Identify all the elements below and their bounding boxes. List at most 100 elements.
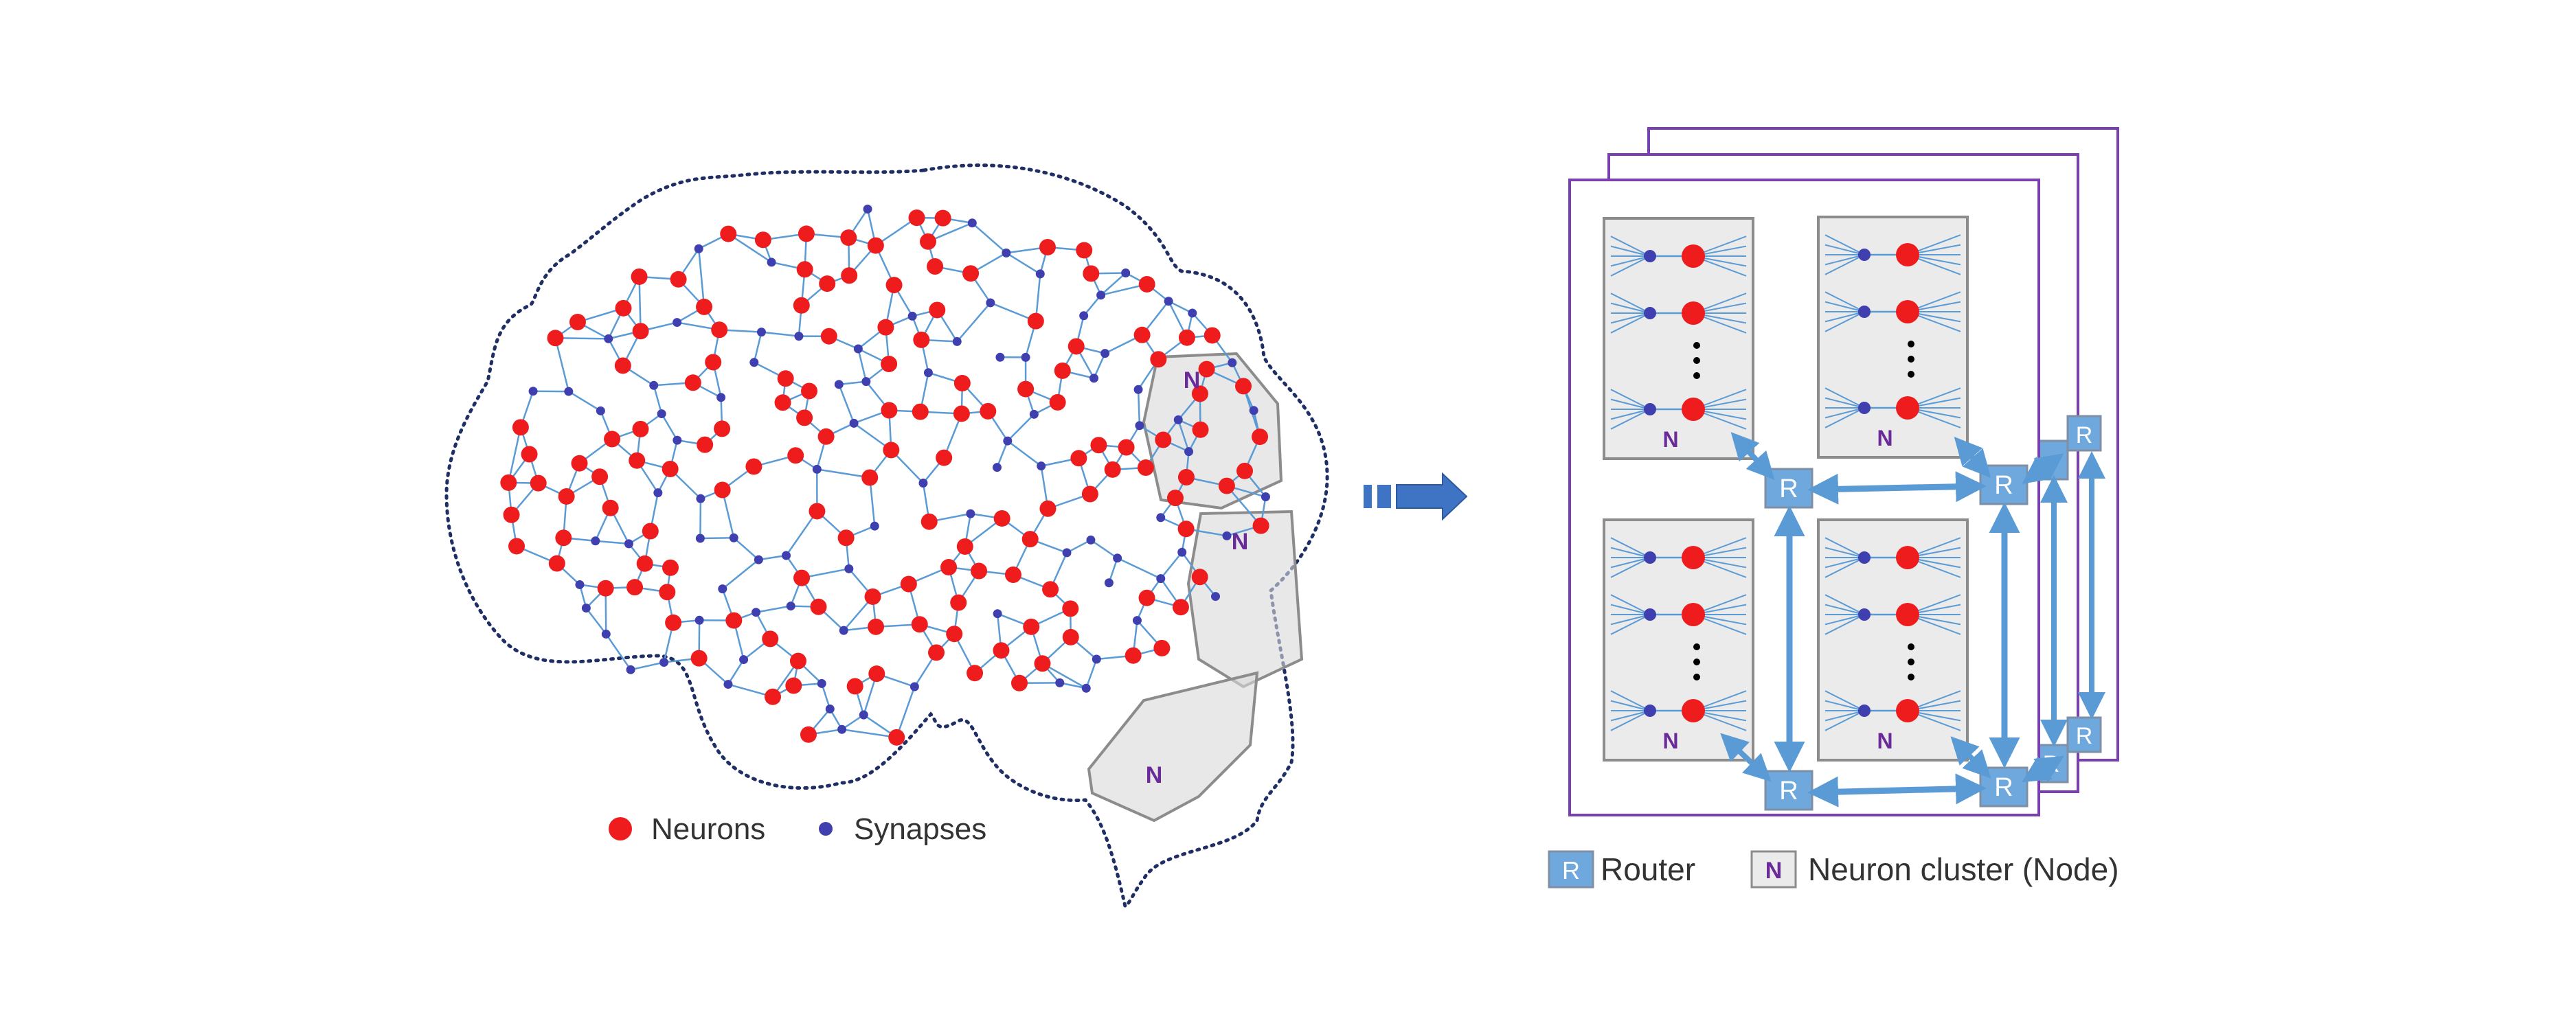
- dendrite-line: [1824, 710, 1865, 722]
- synapse-node: [986, 298, 995, 308]
- neuron-node: [953, 375, 971, 392]
- synapse-connection: [605, 633, 632, 671]
- neuron-node: [720, 225, 737, 242]
- synapse-node: [782, 551, 791, 560]
- neuron-node: [725, 612, 743, 629]
- neuron-node: [912, 403, 929, 420]
- synapse-node: [1156, 513, 1166, 523]
- dendrite-line: [1824, 254, 1865, 266]
- neuron-node: [927, 258, 944, 275]
- synapse-node: [1184, 447, 1194, 457]
- neuron-node: [883, 442, 900, 459]
- brain-cluster-2-label: N: [1232, 529, 1249, 555]
- ellipsis-dot: [1908, 356, 1914, 363]
- legend-left: Neurons Synapses: [609, 812, 986, 846]
- neuron-node: [962, 265, 980, 282]
- synapse-node: [723, 680, 733, 689]
- neuron-node: [881, 356, 898, 373]
- neuron-dot: [1896, 396, 1919, 420]
- router-links: [1720, 432, 2064, 808]
- synapse-connection: [727, 659, 745, 685]
- synapse-node: [657, 409, 666, 419]
- neuron-node: [920, 513, 938, 530]
- synapse-node: [859, 710, 868, 720]
- dendrite-line: [1610, 614, 1651, 635]
- ellipsis-dot: [1693, 659, 1700, 665]
- neuron-node: [705, 354, 722, 371]
- neuron-node: [555, 529, 572, 547]
- dendrite-line: [1610, 547, 1651, 558]
- synapse-node: [653, 488, 663, 498]
- link-node2-router: [1954, 437, 1991, 478]
- brain-cluster-3-label: N: [1146, 762, 1163, 788]
- neuron-node: [1166, 490, 1184, 507]
- neuron-node: [714, 420, 731, 437]
- synapse-connection: [1006, 252, 1041, 275]
- neuron-node: [1027, 312, 1044, 330]
- neuron-node: [1155, 431, 1172, 448]
- synapse-node: [1188, 308, 1197, 318]
- neuron-node: [1177, 469, 1195, 486]
- synapse-node: [825, 705, 835, 714]
- neuron-node: [521, 446, 538, 463]
- neuron-node: [777, 370, 794, 387]
- synapse-connection: [838, 384, 855, 424]
- dendrite-line: [1610, 710, 1651, 731]
- neuron-node: [762, 630, 779, 648]
- synapse-node: [601, 629, 611, 639]
- synapse-node: [812, 464, 822, 474]
- node-box: [1817, 216, 1969, 459]
- neuron-node: [696, 298, 713, 315]
- synapse-node: [1086, 535, 1096, 545]
- neuron-node: [936, 449, 953, 466]
- synapse-connection: [839, 380, 866, 386]
- neuron-node: [774, 394, 791, 411]
- dendrite-line: [1824, 690, 1865, 711]
- synapse-dot: [1644, 608, 1656, 621]
- synapse-connection: [1225, 485, 1262, 527]
- dendrite-line: [1610, 594, 1651, 615]
- neuron-node: [629, 452, 646, 469]
- synapse-connection: [653, 385, 663, 414]
- neuron-node: [711, 321, 728, 339]
- synapse-node: [1081, 683, 1091, 693]
- dendrite-line: [1610, 255, 1651, 267]
- synapse-node: [1021, 352, 1030, 362]
- neuron-node: [940, 559, 958, 576]
- synapse-node: [1089, 374, 1099, 383]
- dendrite-line: [1610, 409, 1651, 420]
- synapse-node: [794, 332, 804, 341]
- dendrite-line: [1824, 407, 1865, 419]
- synapse-node: [839, 626, 848, 635]
- neuron-node: [659, 584, 676, 601]
- neuron-dot: [1896, 546, 1919, 569]
- neuron-node: [1023, 618, 1040, 635]
- synapse-legend-icon: [819, 822, 833, 836]
- dendrite-line: [1824, 397, 1865, 409]
- neuron-node: [868, 665, 885, 683]
- neuron-dot: [1682, 398, 1705, 421]
- neuron-node: [881, 402, 898, 419]
- neuron-node: [642, 523, 659, 540]
- synapse-node: [1037, 461, 1046, 471]
- neuron-node: [1252, 428, 1269, 446]
- dendrite-line: [1610, 557, 1651, 569]
- synapse-node: [739, 655, 749, 665]
- dendrite-line: [1610, 245, 1651, 257]
- synapse-connection: [595, 540, 629, 545]
- synapse-node: [993, 609, 1002, 619]
- synapse-node: [695, 534, 705, 543]
- synapse-connection: [1041, 663, 1087, 689]
- neuron-node: [1138, 275, 1155, 293]
- brain-cluster-1-label: N: [1184, 367, 1201, 393]
- neuron-node: [754, 231, 771, 249]
- ellipsis-dot: [1908, 643, 1914, 650]
- router-label: R: [1779, 777, 1798, 805]
- neuron-node: [993, 510, 1010, 527]
- synapse-node: [1113, 553, 1122, 563]
- neuron-node: [796, 261, 813, 278]
- synapse-connection: [699, 499, 702, 538]
